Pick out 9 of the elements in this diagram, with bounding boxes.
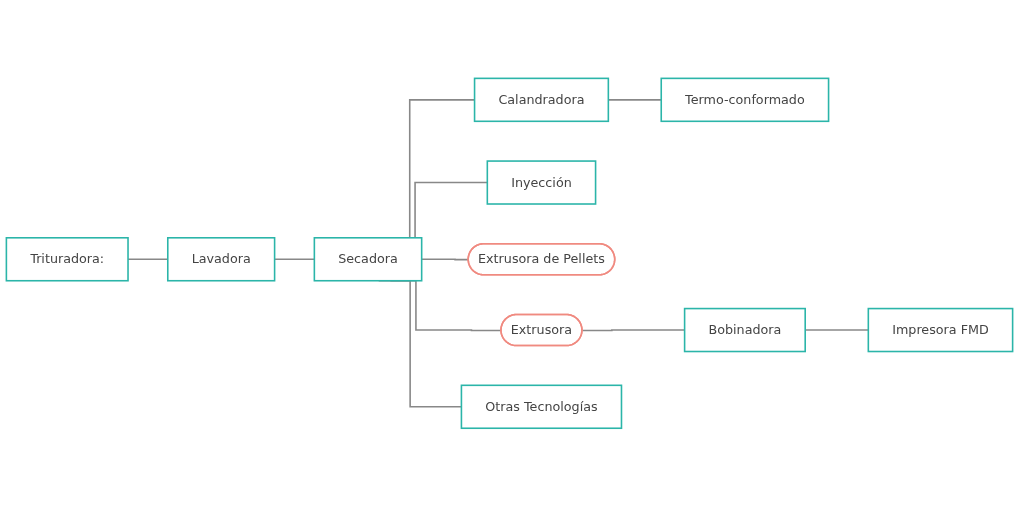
- node-box: Secadora: [313, 237, 423, 282]
- node-box: Bobinadora: [683, 307, 806, 353]
- node-box: Lavadora: [167, 237, 276, 282]
- node-box: Calandradora: [473, 77, 610, 123]
- node-box: Impresora FMD: [867, 307, 1014, 353]
- node-box: Termo-conformado: [660, 77, 830, 123]
- node-box: Trituradora:: [5, 237, 129, 282]
- node-box: Inyección: [486, 160, 597, 205]
- node-box: Otras Tecnologías: [460, 384, 623, 430]
